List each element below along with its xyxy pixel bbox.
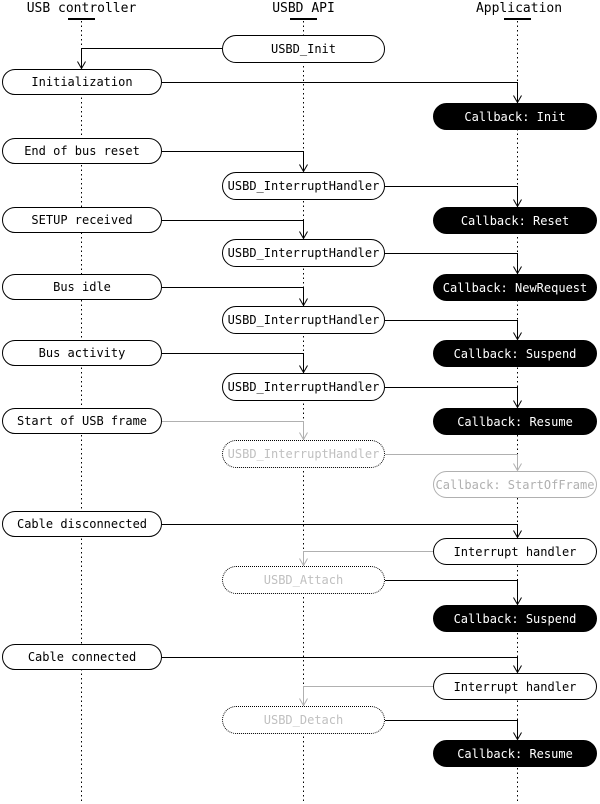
node-callback-resume-2: Callback: Resume (433, 740, 597, 767)
edge-start-of-usb-frame-to-interrupthandler-inactive (162, 421, 308, 441)
edge-end-of-bus-reset-to-interrupthandler (162, 151, 308, 173)
edge-bus-idle-to-interrupthandler (162, 287, 308, 307)
edge-interrupthandler-to-callback-resume (385, 387, 522, 409)
edge-usbd-detach-to-callback-resume (385, 720, 522, 741)
node-callback-reset: Callback: Reset (433, 207, 597, 234)
node-usbd-attach-ghost: USBD_Attach (222, 566, 385, 594)
node-initialization: Initialization (2, 69, 162, 95)
node-start-of-usb-frame: Start of USB frame (2, 408, 162, 434)
edge-interrupthandler-to-callback-suspend (385, 320, 522, 341)
edge-interrupt-handler-to-usbd-detach-inactive (299, 686, 433, 707)
edge-interrupthandler-to-callback-newrequest (385, 253, 522, 275)
lifeline-header-usb-controller: USB controller (26, 1, 137, 16)
edge-usbd-attach-to-callback-suspend (385, 580, 522, 606)
node-setup-received: SETUP received (2, 207, 162, 233)
lifeline-header-usbd-api: USBD API (272, 1, 335, 16)
node-interrupt-handler-1: Interrupt handler (433, 538, 597, 565)
node-bus-idle: Bus idle (2, 274, 162, 300)
node-callback-resume-1: Callback: Resume (433, 408, 597, 435)
node-callback-suspend-2: Callback: Suspend (433, 605, 597, 632)
node-interrupt-handler-2: Interrupt handler (433, 673, 597, 700)
edge-interrupthandler-to-callback-reset (385, 186, 522, 208)
edge-bus-activity-to-interrupthandler (162, 353, 308, 374)
node-bus-activity: Bus activity (2, 340, 162, 366)
node-usbd-interrupthandler-5-ghost: USBD_InterruptHandler (222, 440, 385, 468)
edge-usbd-init-to-initialization (77, 48, 222, 70)
node-callback-startofframe-ghost: Callback: StartOfFrame (433, 471, 597, 498)
node-cable-disconnected: Cable disconnected (2, 511, 162, 537)
edge-initialization-to-callback-init (162, 82, 522, 104)
node-usbd-detach-ghost: USBD_Detach (222, 706, 385, 734)
node-usbd-interrupthandler-1: USBD_InterruptHandler (222, 172, 385, 200)
node-usbd-interrupthandler-4: USBD_InterruptHandler (222, 373, 385, 401)
node-callback-newrequest: Callback: NewRequest (433, 274, 597, 301)
node-usbd-interrupthandler-3: USBD_InterruptHandler (222, 306, 385, 334)
node-usbd-init: USBD_Init (222, 35, 385, 63)
node-callback-suspend-1: Callback: Suspend (433, 340, 597, 367)
edge-cable-connected-to-interrupt-handler (162, 657, 522, 674)
edge-setup-received-to-interrupthandler (162, 220, 308, 240)
node-callback-init: Callback: Init (433, 103, 597, 130)
node-end-of-bus-reset: End of bus reset (2, 138, 162, 164)
edge-interrupthandler-to-callback-startofframe-inactive (385, 454, 522, 472)
edge-interrupt-handler-to-usbd-attach-inactive (299, 551, 433, 567)
lifeline-header-application: Application (475, 1, 563, 16)
node-usbd-interrupthandler-2: USBD_InterruptHandler (222, 239, 385, 267)
edge-cable-disconnected-to-interrupt-handler (162, 524, 522, 539)
node-cable-connected: Cable connected (2, 644, 162, 670)
